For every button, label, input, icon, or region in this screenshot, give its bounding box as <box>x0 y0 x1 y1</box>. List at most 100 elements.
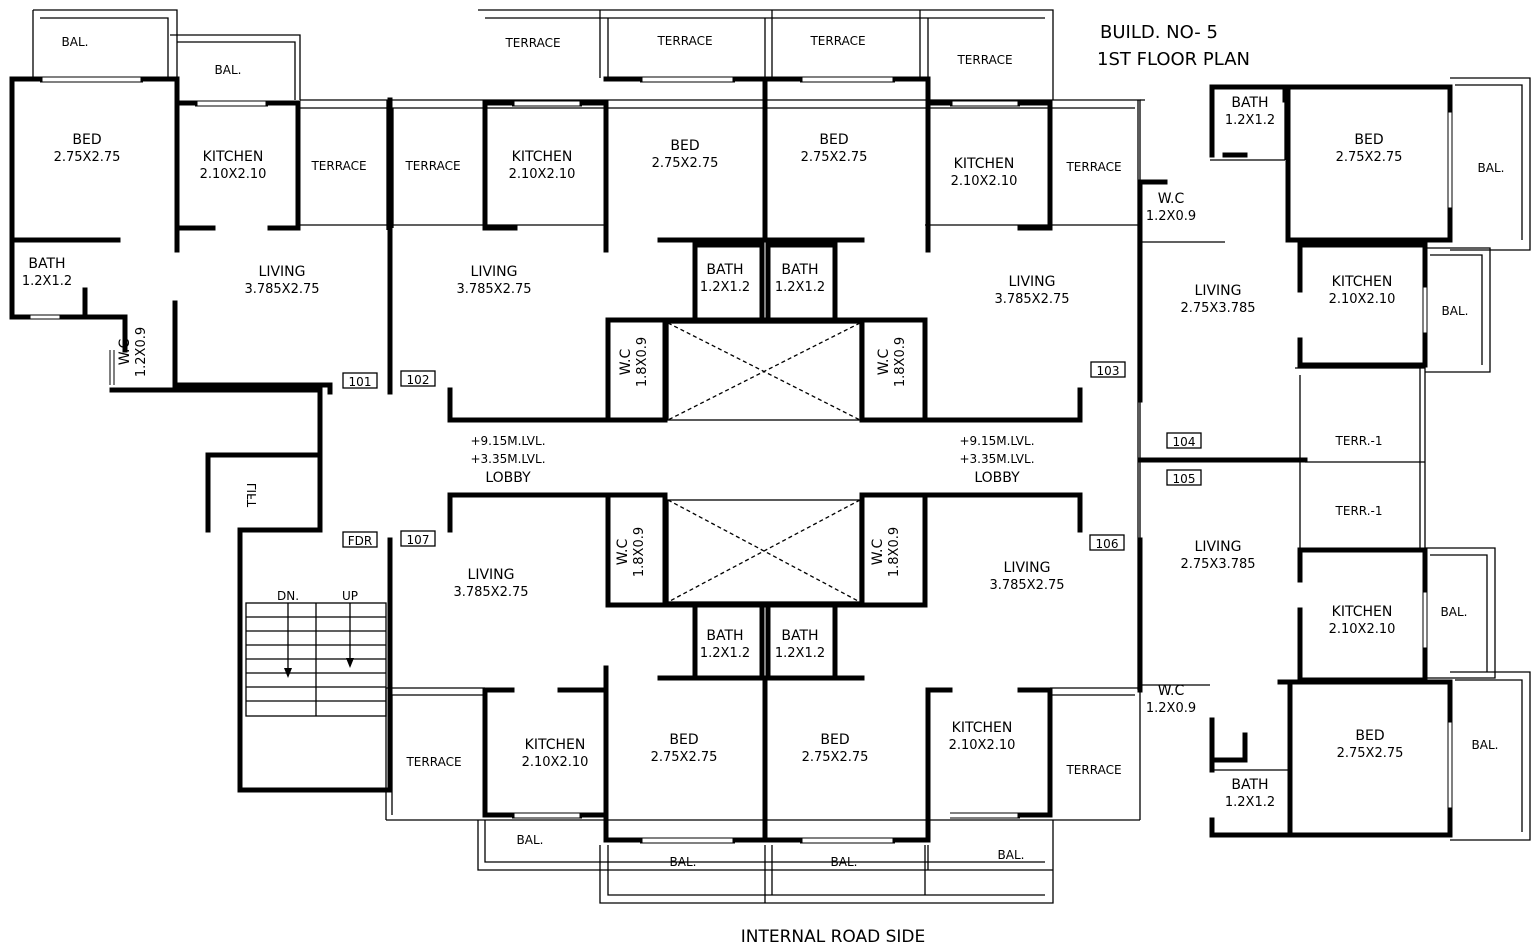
room-terr-1: TERR.-1 <box>1335 434 1383 448</box>
room-terrace: TERRACE <box>405 755 461 769</box>
room-dimensions: 2.75X2.75 <box>1336 150 1403 165</box>
room-name: KITCHEN <box>525 737 586 753</box>
room-name: LIVING <box>1195 539 1242 555</box>
room-dimensions: 2.75X2.75 <box>652 156 719 171</box>
room-name: BAL. <box>1472 738 1499 752</box>
building-number: BUILD. NO- 5 <box>1100 22 1218 43</box>
room-name: BATH <box>1231 777 1268 793</box>
room-name: BAL. <box>215 63 242 77</box>
room-dimensions: 2.75X2.75 <box>54 150 121 165</box>
room-name: BED <box>1354 132 1383 148</box>
lobby-left: +9.15M.LVL. +3.35M.LVL. LOBBY <box>470 434 545 486</box>
room-name: BAL. <box>1442 304 1469 318</box>
room-bal: BAL. <box>1441 605 1468 619</box>
room-dimensions: 1.8X0.9 <box>632 527 647 577</box>
room-dimensions: 3.785X2.75 <box>244 282 319 297</box>
unit-number-101: 101 <box>342 372 378 389</box>
room-bal: BAL. <box>1442 304 1469 318</box>
room-name: BED <box>1355 728 1384 744</box>
unit-number-104: 104 <box>1166 432 1202 449</box>
room-name: BAL. <box>670 855 697 869</box>
room-dimensions: 1.8X0.9 <box>887 527 902 577</box>
room-bal: BAL. <box>670 855 697 869</box>
room-terrace: TERRACE <box>656 34 712 48</box>
room-dimensions: 3.785X2.75 <box>453 585 528 600</box>
room-bal: BAL. <box>998 848 1025 862</box>
room-dimensions: 2.75X2.75 <box>651 750 718 765</box>
room-bal: BAL. <box>1472 738 1499 752</box>
room-name: W.C <box>615 539 631 566</box>
room-name: BAL. <box>1441 605 1468 619</box>
room-dimensions: 2.10X2.10 <box>1329 622 1396 637</box>
room-bath: BATH 1.2X1.2 <box>775 628 825 661</box>
room-name: BATH <box>28 256 65 272</box>
room-dimensions: 3.785X2.75 <box>456 282 531 297</box>
room-name: LIVING <box>259 264 306 280</box>
unit-number-102: 102 <box>400 370 436 387</box>
unit-number-label: FDR <box>348 534 372 548</box>
fdr-label: FDR <box>342 531 378 548</box>
stair-arrow-icon <box>284 658 354 678</box>
room-dimensions: 1.2X1.2 <box>775 280 825 295</box>
room-living: LIVING 3.785X2.75 <box>456 264 531 297</box>
unit-number-label: 104 <box>1173 435 1196 449</box>
room-name: TERRACE <box>656 34 712 48</box>
room-dimensions: 2.10X2.10 <box>509 167 576 182</box>
lobby-label: LOBBY <box>974 470 1020 486</box>
room-name: TERRACE <box>504 36 560 50</box>
room-name: BATH <box>706 628 743 644</box>
room-bal: BAL. <box>517 833 544 847</box>
room-name: TERRACE <box>404 159 460 173</box>
unit-number-label: 103 <box>1097 364 1120 378</box>
room-name: BAL. <box>62 35 89 49</box>
room-name: TERRACE <box>809 34 865 48</box>
room-name: BED <box>670 138 699 154</box>
unit-number-label: 102 <box>407 373 430 387</box>
room-name: BATH <box>781 262 818 278</box>
room-bed: BED 2.75X2.75 <box>652 138 719 171</box>
room-name: BATH <box>781 628 818 644</box>
room-terrace: TERRACE <box>956 53 1012 67</box>
room-name: BAL. <box>1478 161 1505 175</box>
room-terrace: TERRACE <box>404 159 460 173</box>
room-name: BATH <box>706 262 743 278</box>
room-bal: BAL. <box>62 35 89 49</box>
room-name: LIVING <box>1004 560 1051 576</box>
unit-number-103: 103 <box>1090 361 1126 378</box>
room-name: KITCHEN <box>1332 604 1393 620</box>
room-name: LIVING <box>471 264 518 280</box>
unit-number-label: 101 <box>349 375 372 389</box>
room-living: LIVING 3.785X2.75 <box>989 560 1064 593</box>
room-dimensions: 1.2X1.2 <box>1225 113 1275 128</box>
lobby-right: +9.15M.LVL. +3.35M.LVL. LOBBY <box>959 434 1034 486</box>
room-name: W.C <box>1158 683 1185 699</box>
room-dimensions: 2.10X2.10 <box>949 738 1016 753</box>
room-name: KITCHEN <box>203 149 264 165</box>
room-dimensions: 1.2X1.2 <box>775 646 825 661</box>
room-dimensions: 3.785X2.75 <box>994 292 1069 307</box>
room-name: TERRACE <box>956 53 1012 67</box>
room-dimensions: 2.10X2.10 <box>951 174 1018 189</box>
room-dimensions: 3.785X2.75 <box>989 578 1064 593</box>
room-dimensions: 1.8X0.9 <box>893 337 908 387</box>
room-terrace: TERRACE <box>809 34 865 48</box>
level-label: +3.35M.LVL. <box>470 452 545 466</box>
room-dimensions: 1.2X1.2 <box>700 280 750 295</box>
